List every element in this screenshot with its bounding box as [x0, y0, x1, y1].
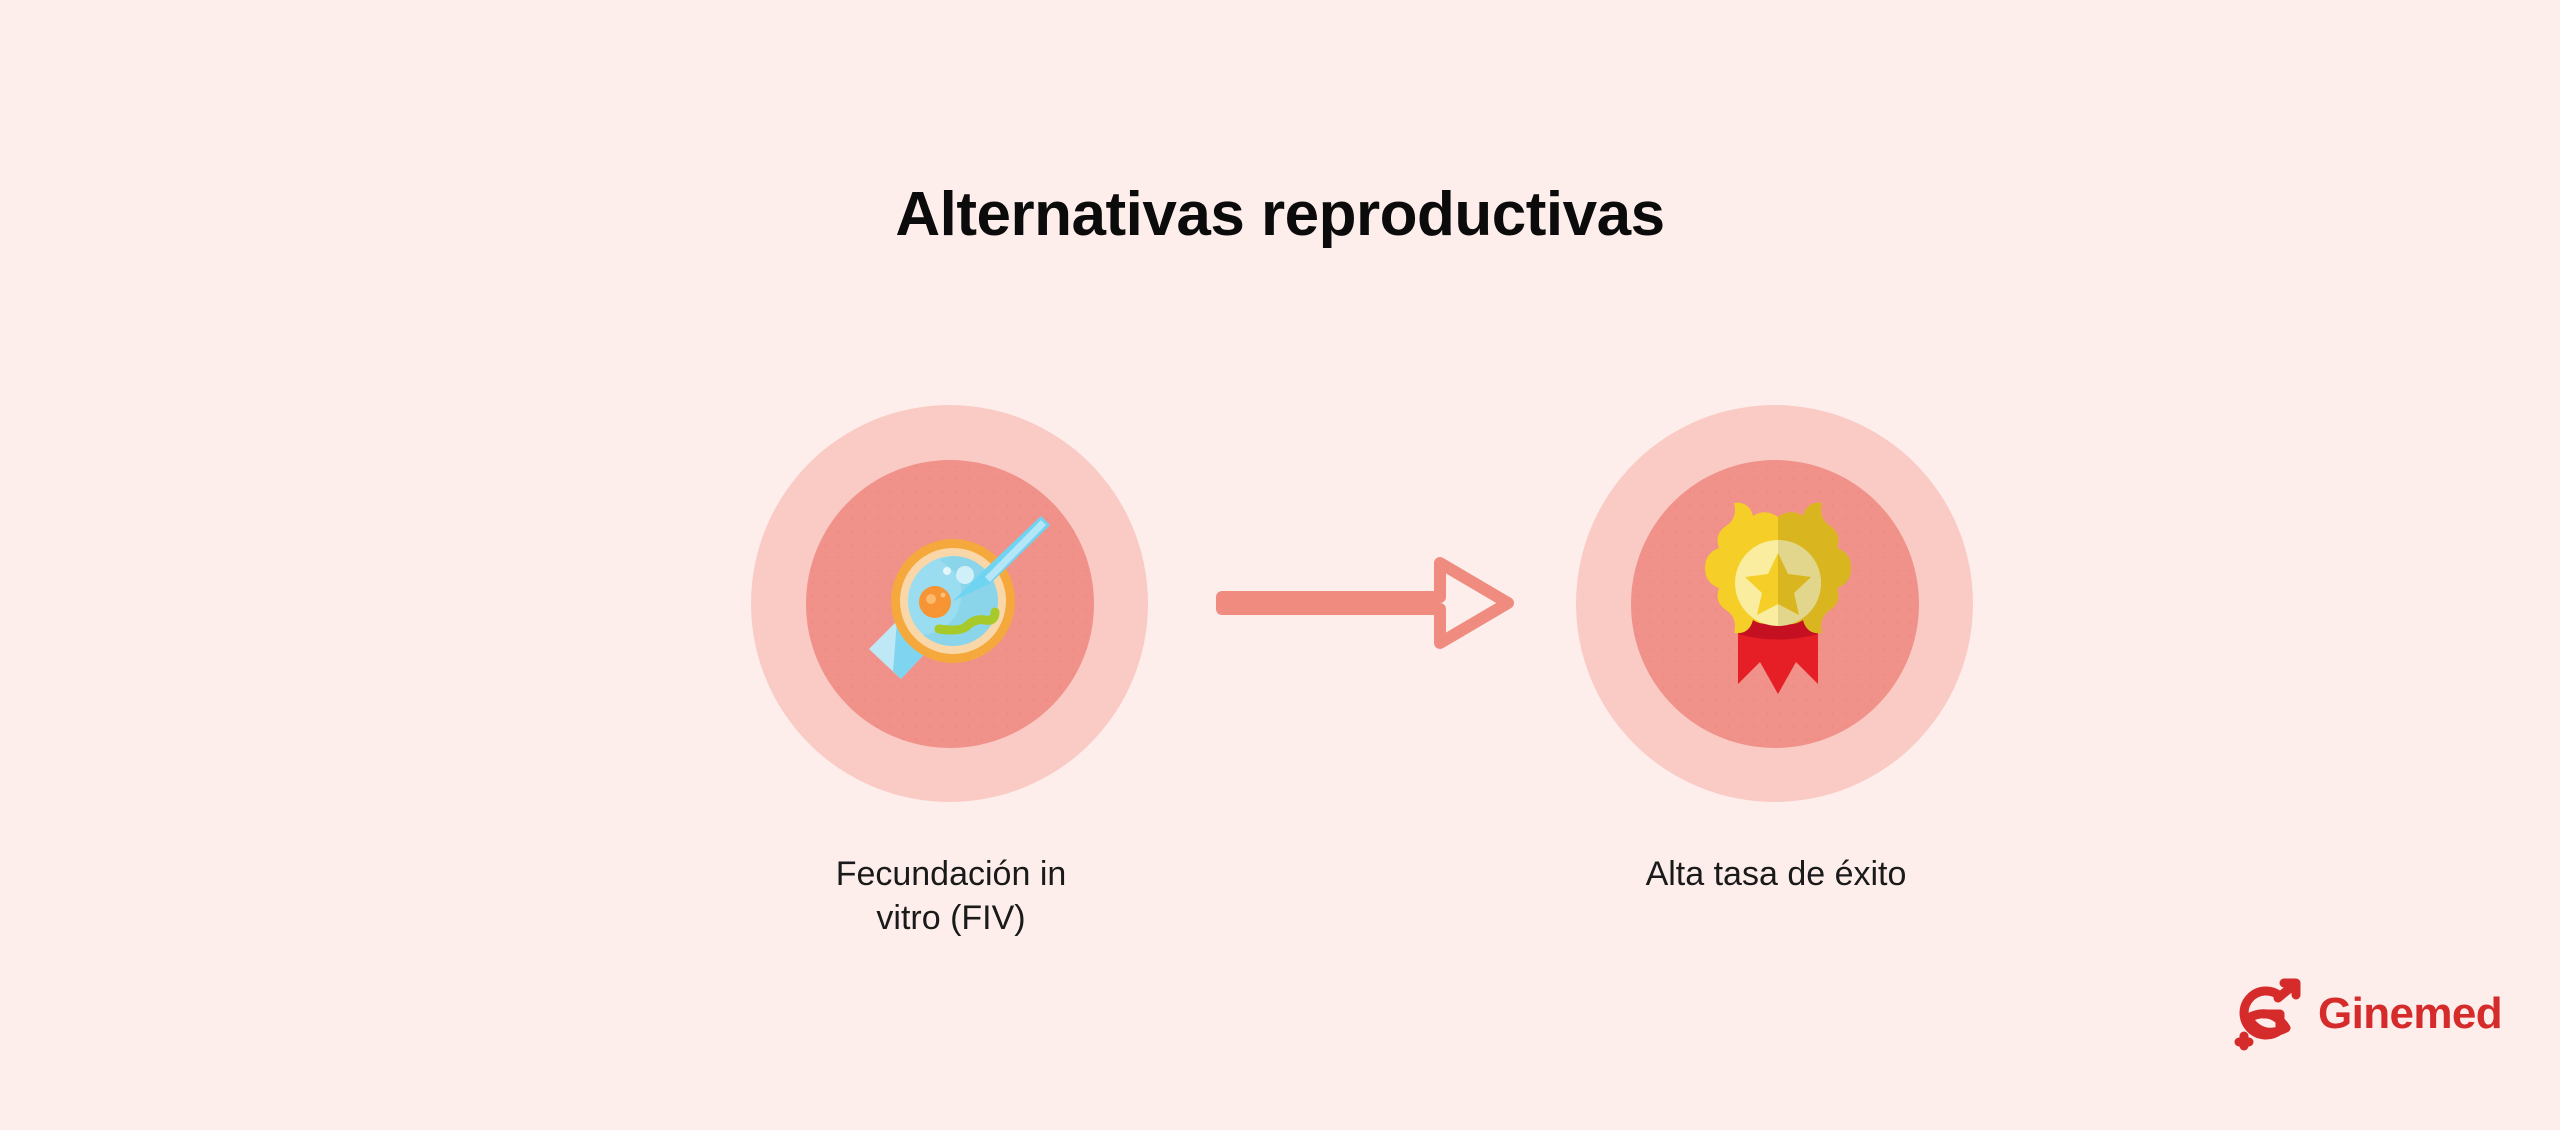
ginemed-logomark-icon [2234, 978, 2301, 1051]
step-alta-tasa-de-exito: Alta tasa de éxito [1576, 405, 1976, 893]
page-title: Alternativas reproductivas [895, 180, 1665, 249]
step-fecundacion-in-vitro: Fecundación in vitro (FIV) [751, 405, 1151, 937]
step-2-outer-circle [1576, 405, 1973, 802]
step-1-outer-circle [751, 405, 1148, 802]
step-2-inner-circle [1630, 459, 1919, 748]
step-1-label-line1: Fecundación in [835, 855, 1067, 893]
step-1-label-line2: vitro (FIV) [876, 898, 1026, 937]
steps-row: Fecundación in vitro (FIV) [0, 405, 2560, 965]
award-medal-icon [1704, 502, 1851, 694]
step-2-label: Alta tasa de éxito [1516, 853, 2036, 897]
ginemed-wordmark: Ginemed [2318, 989, 2503, 1038]
ginemed-logo: Ginemed [2232, 968, 2503, 1060]
ivf-icsi-icon [868, 515, 1050, 679]
step-1-inner-circle [805, 459, 1094, 748]
step-2-label-line1: Alta tasa de éxito [1645, 855, 1907, 893]
flow-arrow-right-icon [1216, 557, 1514, 649]
step-1-label: Fecundación in vitro (FIV) [691, 853, 1211, 940]
